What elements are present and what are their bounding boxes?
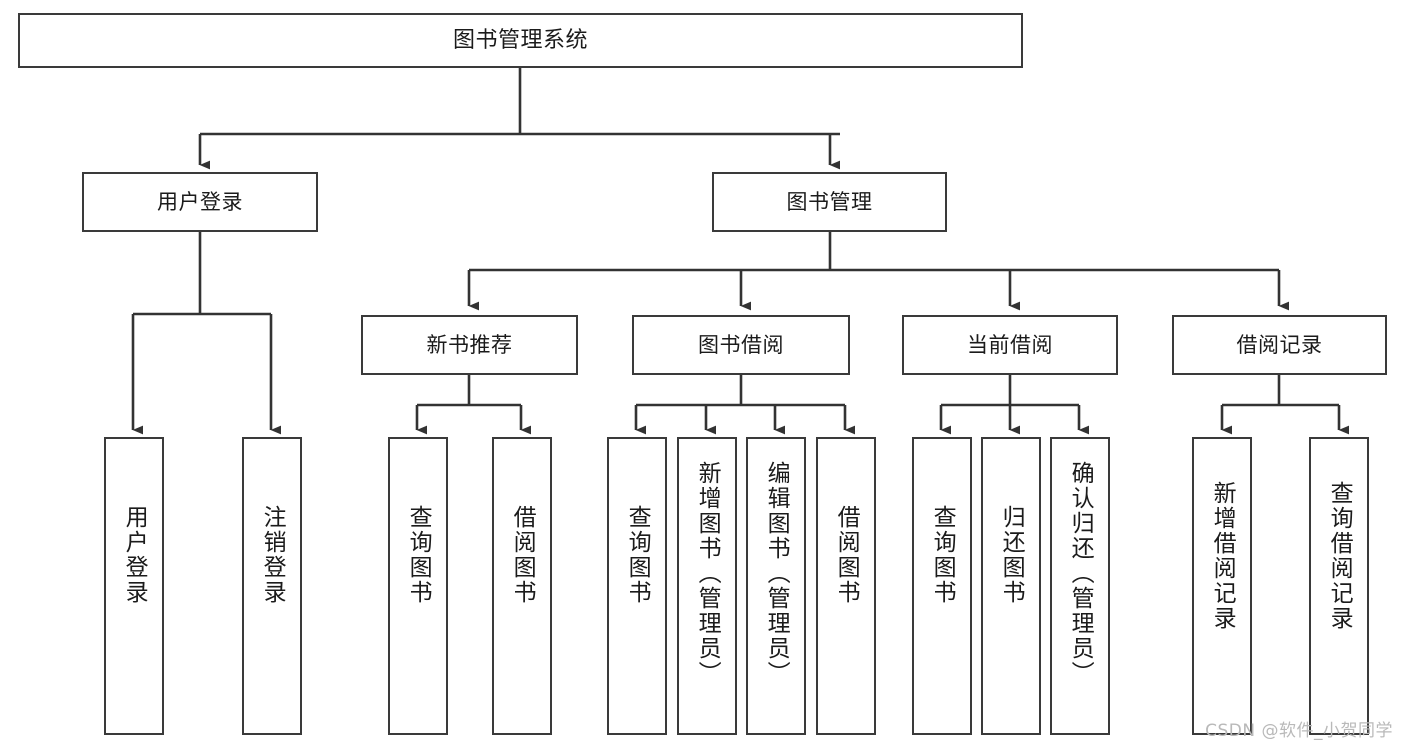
node-label: 查询借阅记录	[1326, 481, 1353, 631]
watermark: CSDN @软件_小贺同学	[1205, 721, 1393, 741]
node-label: 借阅图书	[509, 505, 536, 605]
leaf-add-record[interactable]: 新增借阅记录	[1192, 437, 1252, 735]
node-current-borrow[interactable]: 当前借阅	[902, 315, 1118, 375]
node-label: 图书借阅	[698, 332, 784, 357]
node-label: 编辑图书（管理员）	[763, 461, 790, 686]
node-label: 查询图书	[929, 505, 956, 605]
node-label: 用户登录	[157, 189, 243, 214]
leaf-edit-book[interactable]: 编辑图书（管理员）	[746, 437, 806, 735]
node-label: 新增图书（管理员）	[694, 461, 721, 686]
leaf-confirm-return[interactable]: 确认归还（管理员）	[1050, 437, 1110, 735]
leaf-query-book-3[interactable]: 查询图书	[912, 437, 972, 735]
node-label: 新书推荐	[426, 332, 513, 357]
node-label: 图书管理系统	[452, 27, 588, 53]
leaf-query-book-1[interactable]: 查询图书	[388, 437, 448, 735]
node-label: 新增借阅记录	[1209, 481, 1236, 631]
leaf-return-book[interactable]: 归还图书	[981, 437, 1041, 735]
leaf-query-book-2[interactable]: 查询图书	[607, 437, 667, 735]
leaf-user-login[interactable]: 用户登录	[104, 437, 164, 735]
node-book-borrow[interactable]: 图书借阅	[632, 315, 850, 375]
node-label: 用户登录	[121, 505, 148, 605]
leaf-add-book[interactable]: 新增图书（管理员）	[677, 437, 737, 735]
node-label: 借阅图书	[833, 505, 860, 605]
node-borrow-record[interactable]: 借阅记录	[1172, 315, 1387, 375]
node-label: 当前借阅	[967, 332, 1053, 357]
node-label: 查询图书	[405, 505, 432, 605]
node-user-login[interactable]: 用户登录	[82, 172, 318, 232]
node-book-manage[interactable]: 图书管理	[712, 172, 947, 232]
node-root-system[interactable]: 图书管理系统	[18, 13, 1023, 68]
node-label: 借阅记录	[1236, 332, 1323, 357]
leaf-borrow-book-1[interactable]: 借阅图书	[492, 437, 552, 735]
node-label: 查询图书	[624, 505, 651, 605]
leaf-query-record[interactable]: 查询借阅记录	[1309, 437, 1369, 735]
node-label: 确认归还（管理员）	[1067, 461, 1094, 686]
node-label: 归还图书	[998, 505, 1025, 605]
node-label: 图书管理	[786, 189, 873, 214]
node-label: 注销登录	[259, 505, 286, 605]
node-new-book-recommend[interactable]: 新书推荐	[361, 315, 578, 375]
leaf-logout-login[interactable]: 注销登录	[242, 437, 302, 735]
leaf-borrow-book-2[interactable]: 借阅图书	[816, 437, 876, 735]
